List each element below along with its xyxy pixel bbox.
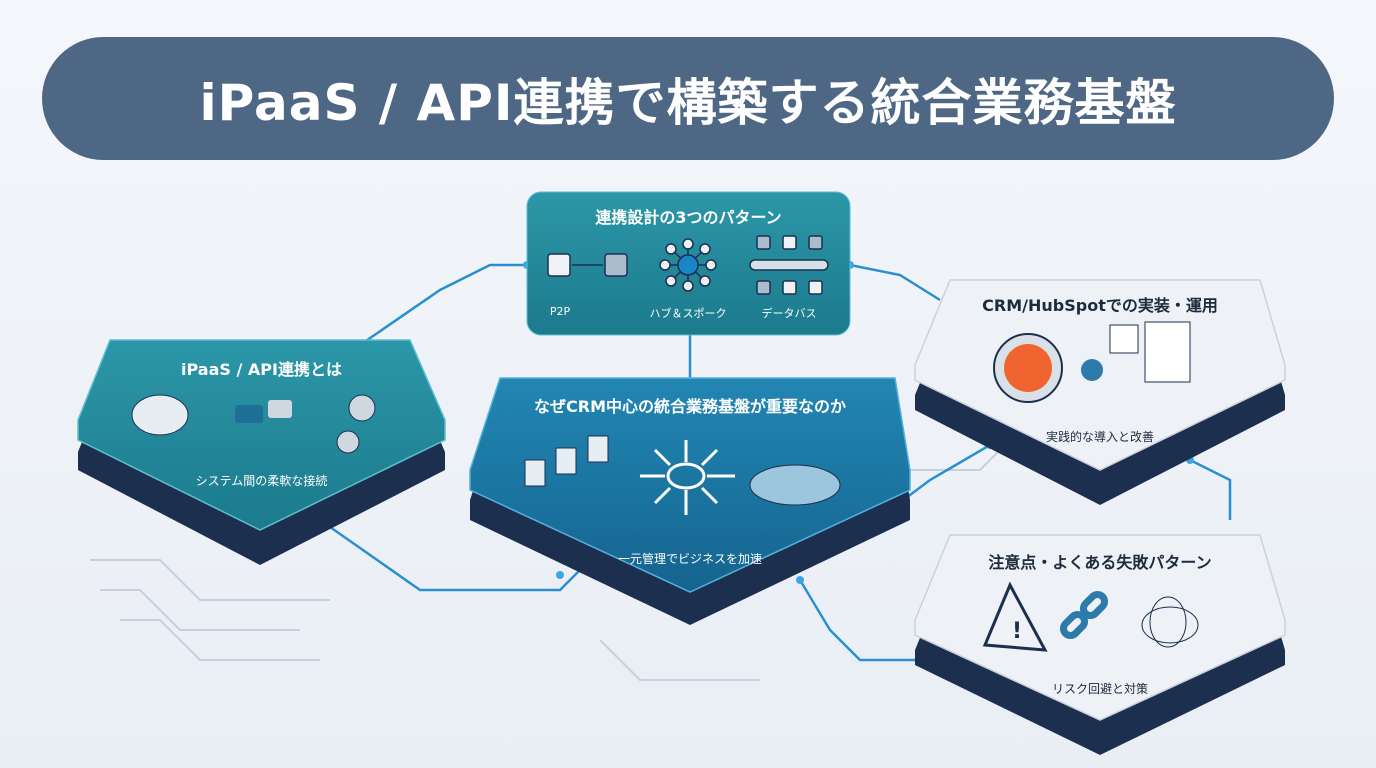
warning-icon: ! xyxy=(982,581,1048,652)
pattern-label-bus: データバス xyxy=(761,307,817,320)
center-heading: なぜCRM中心の統合業務基盤が重要なのか xyxy=(534,397,846,416)
pitfalls-caption: リスク回避と対策 xyxy=(1051,682,1148,696)
dashboard-icons xyxy=(524,435,609,487)
gear-icon xyxy=(336,394,376,454)
patterns-heading: 連携設計の3つのパターン xyxy=(595,208,782,227)
hubspot-caption: 実践的な導入と改善 xyxy=(1045,430,1154,444)
hubspot-gear-icon xyxy=(993,333,1063,403)
analytics-screen-icon xyxy=(1109,321,1191,383)
svg-text:!: ! xyxy=(1012,619,1022,644)
hub-spoke-icon xyxy=(659,238,717,292)
pattern-label-p2p: P2P xyxy=(549,305,571,318)
pitfalls-heading: 注意点・よくある失敗パターン xyxy=(988,553,1212,572)
center-caption: 一元管理でビジネスを加速 xyxy=(617,552,762,566)
hubspot-heading: CRM/HubSpotでの実装・運用 xyxy=(982,296,1218,315)
p2p-icon xyxy=(547,253,628,277)
tangled-lines-icon xyxy=(1141,596,1199,648)
meeting-table-icon xyxy=(749,464,841,506)
hub-arrows-icon xyxy=(640,440,735,515)
broken-link-icon xyxy=(1059,590,1109,640)
intro-caption: システム間の柔軟な接続 xyxy=(195,474,328,488)
cloud-sync-icon xyxy=(131,394,189,436)
small-gear-icon xyxy=(1081,359,1103,381)
pattern-label-hub: ハブ＆スポーク xyxy=(649,307,727,320)
panel-center xyxy=(469,377,911,625)
page-title: iPaaS / API連携で構築する統合業務基盤 xyxy=(199,73,1177,132)
data-bus-icon xyxy=(749,235,829,295)
intro-heading: iPaaS / API連携とは xyxy=(181,360,342,379)
title-banner: iPaaS / API連携で構築する統合業務基盤 xyxy=(42,37,1334,160)
puzzle-icon xyxy=(235,400,292,423)
